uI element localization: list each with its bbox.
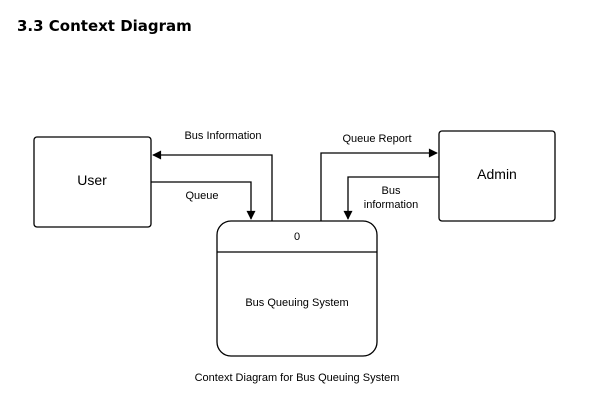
flow-label-bus-information: Bus Information [184,130,261,142]
flow-label-bus-info-line2: information [364,199,418,211]
flow-bus-information-to-user [152,150,273,221]
flow-bus-information-to-process [343,176,439,220]
diagram-caption: Context Diagram for Bus Queuing System [195,372,400,384]
process-box [216,220,378,357]
admin-entity-box [438,130,556,222]
user-entity-label: User [77,172,107,188]
process-name: Bus Queuing System [245,297,348,309]
flow-label-queue: Queue [185,190,218,202]
process-number: 0 [294,231,300,243]
flow-queue-to-process [151,181,256,220]
admin-entity-label: Admin [477,166,517,182]
flow-label-bus-info-line1: Bus [382,185,401,197]
flow-label-queue-report: Queue Report [342,133,411,145]
section-heading: 3.3 Context Diagram [17,17,192,35]
flow-queue-report-to-admin [320,148,438,221]
